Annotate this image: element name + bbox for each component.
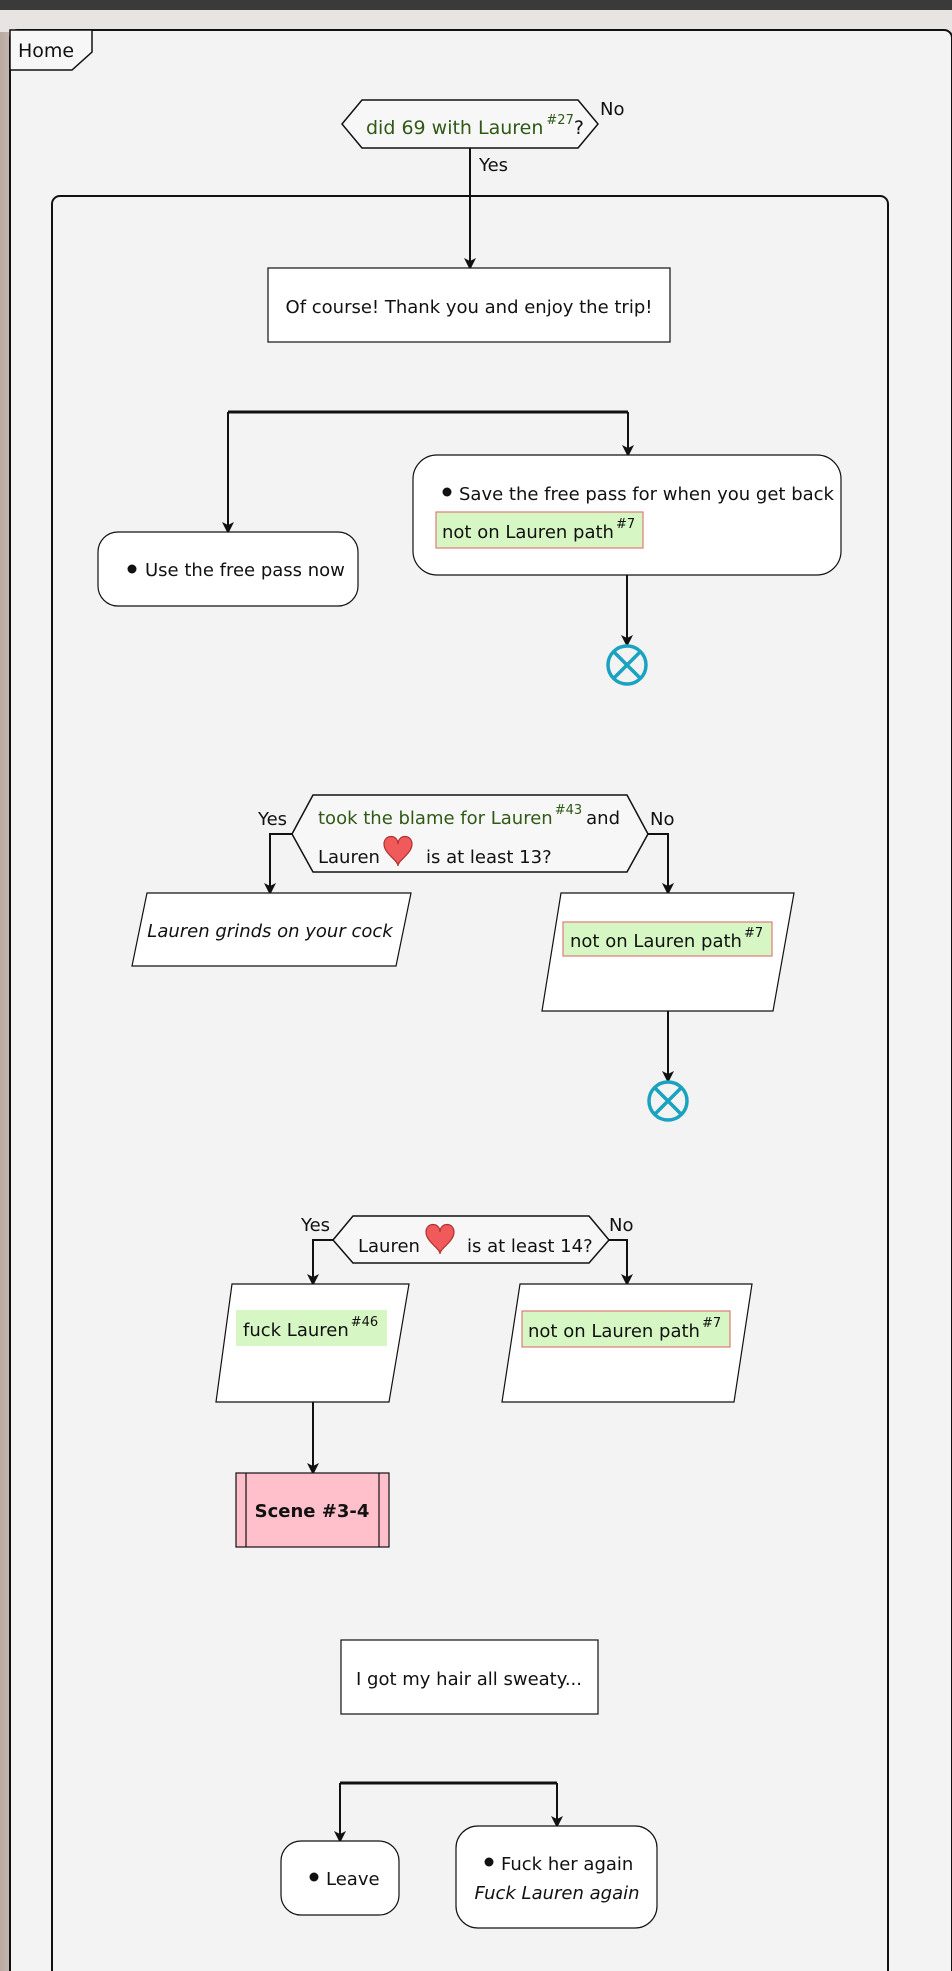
flow-arrow-yes bbox=[264, 833, 292, 895]
bullet-icon bbox=[484, 1857, 494, 1867]
top-bar bbox=[0, 0, 952, 10]
choice-split-2 bbox=[334, 1781, 563, 1843]
choice-split-1 bbox=[222, 410, 634, 534]
bullet-icon bbox=[442, 487, 452, 497]
condition-badge bbox=[236, 1310, 387, 1346]
top-bar-strip bbox=[0, 10, 952, 32]
action-enjoy-trip: Of course! Thank you and enjoy the trip! bbox=[267, 267, 671, 343]
condition-badge bbox=[521, 1310, 731, 1348]
outcome-not-on-lauren-path: not on Lauren path#7 bbox=[541, 892, 795, 1012]
end-stop-icon bbox=[606, 644, 648, 686]
choice1-right-text: Save the free pass for when you get back bbox=[459, 484, 835, 505]
outcome-not-on-lauren-path-2: not on Lauren path#7 bbox=[501, 1283, 753, 1403]
option-leave[interactable]: Leave bbox=[280, 1840, 400, 1916]
decision2-yes-label: Yes bbox=[257, 809, 287, 830]
option-fuck-her-again[interactable]: Fuck her again Fuck Lauren again bbox=[455, 1825, 658, 1929]
choice1-condition: not on Lauren path#7 bbox=[442, 517, 635, 543]
action-hair-sweaty: I got my hair all sweaty... bbox=[340, 1639, 599, 1715]
frame-title: Home bbox=[18, 40, 74, 62]
decision3-no-label: No bbox=[609, 1215, 633, 1236]
flow-arrow-no bbox=[609, 1239, 633, 1286]
bullet-icon bbox=[309, 1872, 319, 1882]
decision1-no-label: No bbox=[600, 99, 624, 120]
option-use-free-pass[interactable]: Use the free pass now bbox=[97, 531, 359, 607]
outcome-lauren-grinds: Lauren grinds on your cock bbox=[131, 892, 412, 967]
decision3-no-condition: not on Lauren path#7 bbox=[528, 1316, 721, 1342]
scene-label: Scene #3-4 bbox=[255, 1501, 370, 1522]
end-stop-icon bbox=[647, 1080, 689, 1122]
decision3-suffix: is at least 14? bbox=[467, 1236, 593, 1257]
choice2-right-caption: Fuck Lauren again bbox=[474, 1883, 639, 1904]
decision2-no-label: No bbox=[650, 809, 674, 830]
decision-lauren-at-least-14: Lauren is at least 14? Yes No bbox=[300, 1215, 633, 1264]
bullet-icon bbox=[127, 564, 137, 574]
decision2-no-condition: not on Lauren path#7 bbox=[570, 926, 763, 952]
decision2-line2-suffix: is at least 13? bbox=[426, 847, 552, 868]
option-save-free-pass[interactable]: Save the free pass for when you get back… bbox=[412, 454, 842, 576]
condition-badge bbox=[562, 921, 773, 957]
decision1-text: did 69 with Lauren#27? bbox=[366, 113, 584, 139]
action1-text: Of course! Thank you and enjoy the trip! bbox=[286, 297, 653, 318]
flow-arrow-yes bbox=[307, 1239, 333, 1286]
decision1-yes-label: Yes bbox=[478, 155, 508, 176]
decision-69-with-lauren: did 69 with Lauren#27? No Yes bbox=[341, 99, 624, 176]
action2-text: I got my hair all sweaty... bbox=[356, 1669, 582, 1690]
decision2-yes-text: Lauren grinds on your cock bbox=[147, 921, 394, 942]
outcome-fuck-lauren: fuck Lauren#46 bbox=[215, 1283, 410, 1403]
decision3-yes-condition: fuck Lauren#46 bbox=[243, 1315, 378, 1341]
choice1-left-text: Use the free pass now bbox=[145, 560, 345, 581]
choice2-right-text: Fuck her again bbox=[501, 1854, 633, 1875]
flow-arrow-no bbox=[648, 833, 674, 895]
decision3-yes-label: Yes bbox=[300, 1215, 330, 1236]
choice2-left-text: Leave bbox=[326, 1869, 380, 1890]
condition-badge bbox=[435, 511, 644, 549]
scene-box[interactable]: Scene #3-4 bbox=[235, 1472, 390, 1548]
decision2-line2-prefix: Lauren bbox=[318, 847, 380, 868]
decision3-prefix: Lauren bbox=[358, 1236, 420, 1257]
